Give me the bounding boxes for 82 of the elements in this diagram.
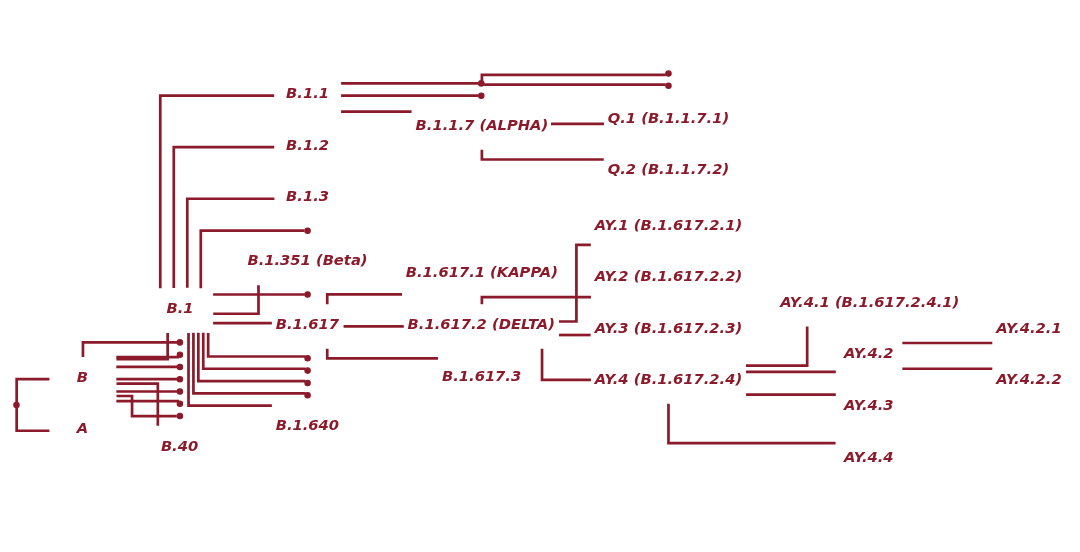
node-point <box>176 375 184 383</box>
node-text: B.1.617.2 (DELTA) <box>407 315 555 332</box>
connector <box>213 293 305 296</box>
connector <box>192 332 306 395</box>
node-text: AY.2 (B.1.617.2.2) <box>594 267 743 285</box>
node-point <box>304 291 311 298</box>
connector <box>325 348 438 360</box>
node-text: AY.4.2 <box>844 344 894 362</box>
connector <box>197 332 306 383</box>
connector <box>116 382 160 426</box>
node-point <box>304 355 311 362</box>
connector <box>116 365 177 369</box>
connector <box>343 325 404 328</box>
node-text: B.1.617.1 (KAPPA) <box>405 263 558 281</box>
node-text: B.1 <box>166 299 194 317</box>
connector <box>15 377 50 403</box>
node-point <box>665 70 672 77</box>
connector <box>341 110 412 113</box>
connector <box>341 82 479 85</box>
connector <box>201 332 306 371</box>
connector <box>667 403 836 445</box>
node-text: B.1.3 <box>286 187 329 205</box>
node-point <box>304 367 311 374</box>
node-text: B.1.2 <box>286 135 329 153</box>
connector <box>480 73 666 81</box>
node-point <box>13 401 20 409</box>
connector <box>746 370 836 374</box>
connector <box>116 377 177 381</box>
connector <box>116 333 169 361</box>
connector <box>902 341 993 345</box>
node-point <box>304 391 311 399</box>
node-text: B.1.617.3 <box>442 366 522 384</box>
connector <box>551 122 604 126</box>
connector <box>116 390 177 393</box>
node-point <box>478 92 485 99</box>
connector <box>172 145 275 289</box>
connector <box>746 393 836 396</box>
node-point <box>176 388 184 395</box>
connector <box>540 348 591 382</box>
connector <box>745 326 809 368</box>
node-text: Q.2 (B.1.1.7.2) <box>607 160 730 178</box>
connector <box>116 394 177 418</box>
connector <box>483 83 666 86</box>
node-text: B.1.640 <box>275 415 340 433</box>
node-text: B.1.617 <box>275 315 340 332</box>
node-text: B.40 <box>160 436 199 454</box>
node-point <box>304 379 311 387</box>
node-text: B.1.351 (Beta) <box>247 251 368 269</box>
node-point <box>665 82 672 90</box>
connector <box>185 197 275 288</box>
connector <box>341 94 479 97</box>
node-text: AY.3 (B.1.617.2.3) <box>594 318 743 336</box>
connector <box>116 399 180 403</box>
node-point <box>176 339 184 346</box>
connector <box>116 355 180 359</box>
node-text: AY.1 (B.1.617.2.1) <box>594 215 743 233</box>
connector <box>206 332 306 358</box>
connector <box>199 229 305 289</box>
connector <box>902 367 993 371</box>
node-text: B.1.1.7 (ALPHA) <box>415 116 549 134</box>
node-text: Q.1 (B.1.1.7.1) <box>607 108 730 126</box>
connector <box>213 321 272 325</box>
node-point <box>176 363 184 371</box>
connector <box>15 407 50 433</box>
node-text: B <box>76 367 89 385</box>
node-text: A <box>76 419 89 437</box>
node-point <box>176 351 184 358</box>
node-point <box>176 412 184 420</box>
node-text: AY.4.2.2 <box>996 370 1062 388</box>
node-text: AY.4.3 <box>844 396 894 414</box>
node-text: AY.4.2.1 <box>996 318 1062 336</box>
node-text: AY.4 (B.1.617.2.4) <box>594 370 743 388</box>
connector <box>213 285 260 316</box>
connector <box>559 333 591 337</box>
node-text: AY.4.1 (B.1.617.2.4.1) <box>780 292 960 310</box>
node-point <box>304 227 311 234</box>
connector <box>187 333 272 408</box>
node-point <box>176 400 184 408</box>
node-text: B.1.1 <box>286 84 329 102</box>
connector <box>158 94 275 289</box>
node-text: AY.4.4 <box>844 447 894 465</box>
node-point <box>478 80 485 87</box>
